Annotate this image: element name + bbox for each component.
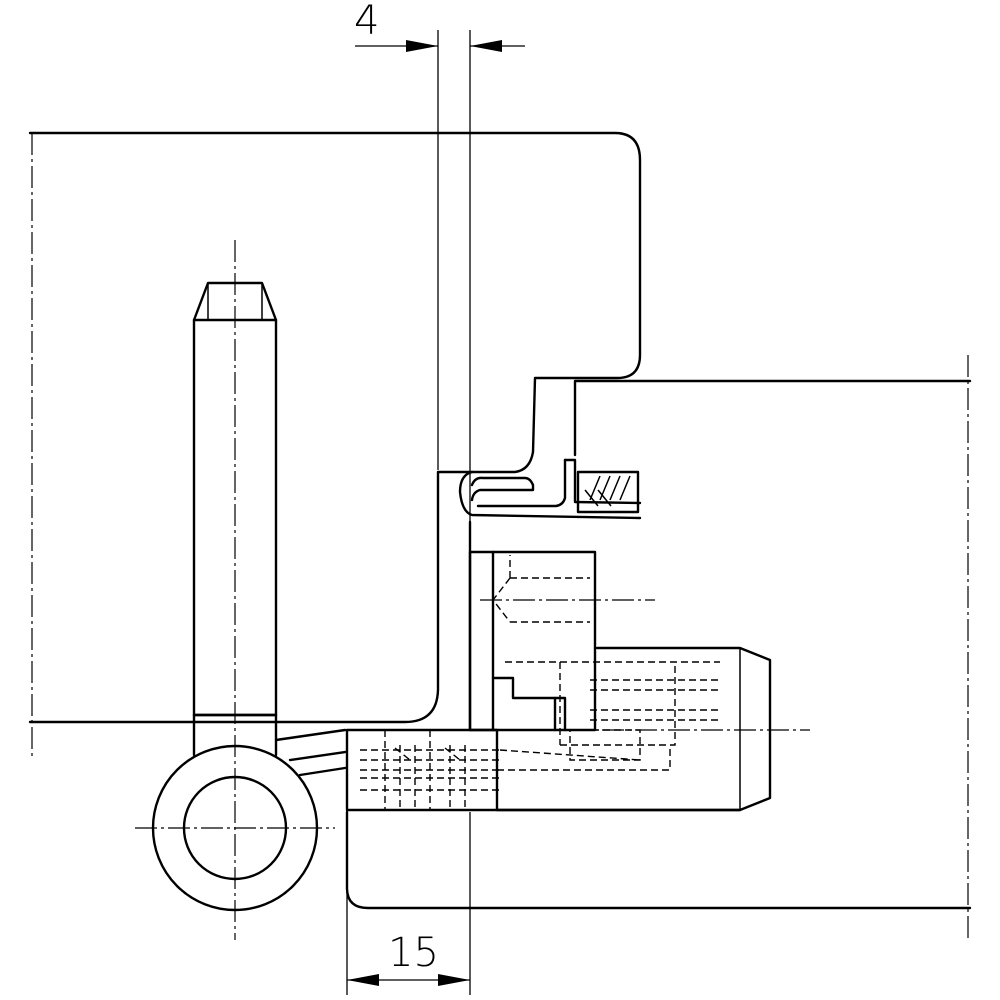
hinge-knuckle <box>135 728 347 912</box>
mounting-block <box>468 550 655 732</box>
frame-outline <box>28 131 642 760</box>
adjustment-screw <box>576 470 640 514</box>
dimension-top-label: 4 <box>354 0 379 44</box>
hidden-lines <box>360 555 720 810</box>
hinge-pin <box>192 240 278 940</box>
dimension-bottom-label: 15 <box>388 930 439 976</box>
dimension-top: 4 <box>354 0 525 552</box>
hinge-body-cylinder <box>345 646 810 812</box>
dimension-bottom: 15 <box>346 812 471 995</box>
